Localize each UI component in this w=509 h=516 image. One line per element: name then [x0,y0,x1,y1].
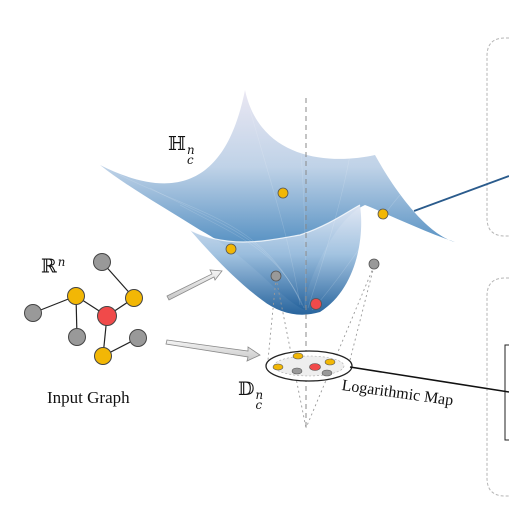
graph-node-gray [129,329,147,347]
disk-node-gray [321,369,333,377]
surface-node-yellow [225,243,237,255]
graph-node-yellow [67,287,85,305]
disk-node-yellow [292,352,304,360]
connector-line-logmap [349,366,509,393]
input-graph [24,253,147,365]
surface-rim [189,204,361,243]
poincare-disk [265,350,353,382]
input-graph-label: Input Graph [47,388,130,407]
surface-node-gray [368,258,380,270]
hyperboloid-surface-front [190,205,362,315]
graph-node-gray [24,304,42,322]
disk-node-yellow [272,363,284,371]
arrow-to-disk [165,339,261,362]
connector-line-top [413,175,509,212]
hyperboloid-surface [100,90,455,310]
graph-node-gray [93,253,111,271]
arrow-to-hyperboloid [166,269,223,301]
graph-node-yellow [94,347,112,365]
surface-node-gray [270,270,282,282]
graph-node-yellow [125,289,143,307]
top-right-panel [486,37,509,237]
surface-node-yellow [377,208,389,220]
disk-node-red [309,363,321,371]
surface-node-red [310,298,322,310]
disk-node-gray [291,367,303,375]
bottom-right-panel [486,277,509,497]
surface-node-yellow [277,187,289,199]
disk-node-yellow [324,358,336,366]
surface-mesh [119,109,401,311]
graph-node-red [97,306,117,326]
graph-node-gray [68,328,86,346]
euclidean-label: ℝn [41,255,66,278]
